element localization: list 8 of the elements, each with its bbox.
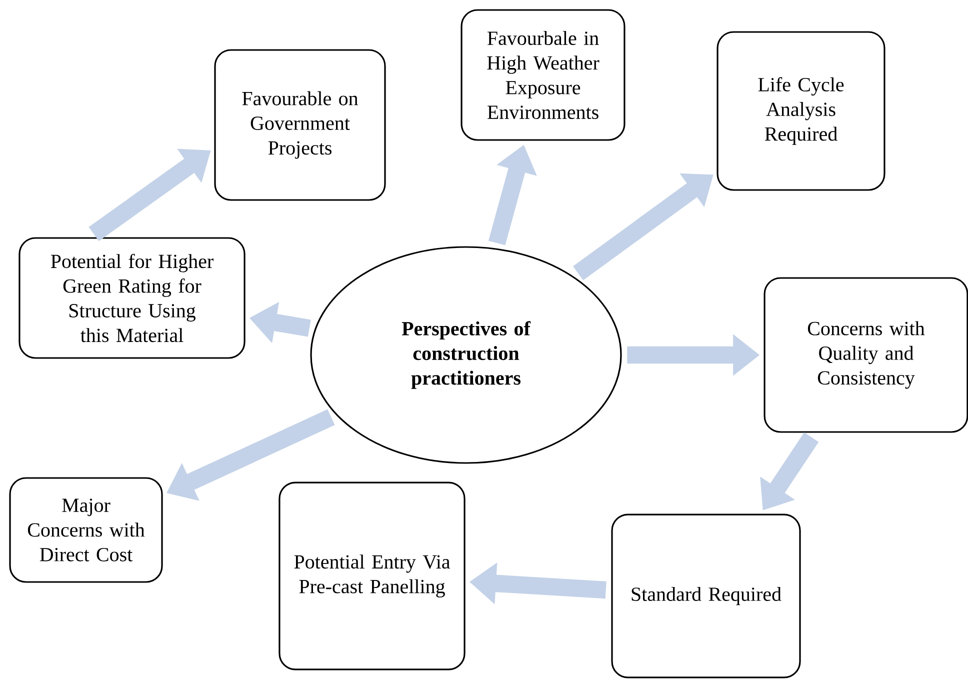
text-box: Potential Entry Via Pre-cast Panelling (278, 482, 466, 670)
text-box: Potential for Higher Green Rating for Structure Using this Material (18, 237, 246, 359)
text-box: Favourbale in High Weather Exposure Environments (460, 9, 626, 141)
text-box: Favourable on Government Projects (214, 49, 386, 201)
text-box: Major Concerns with Direct Cost (9, 477, 163, 583)
text-box: Concerns with Quality and Consistency (764, 277, 968, 433)
text-box: Life Cycle Analysis Required (716, 31, 886, 191)
text-box: Standard Required (611, 514, 801, 678)
